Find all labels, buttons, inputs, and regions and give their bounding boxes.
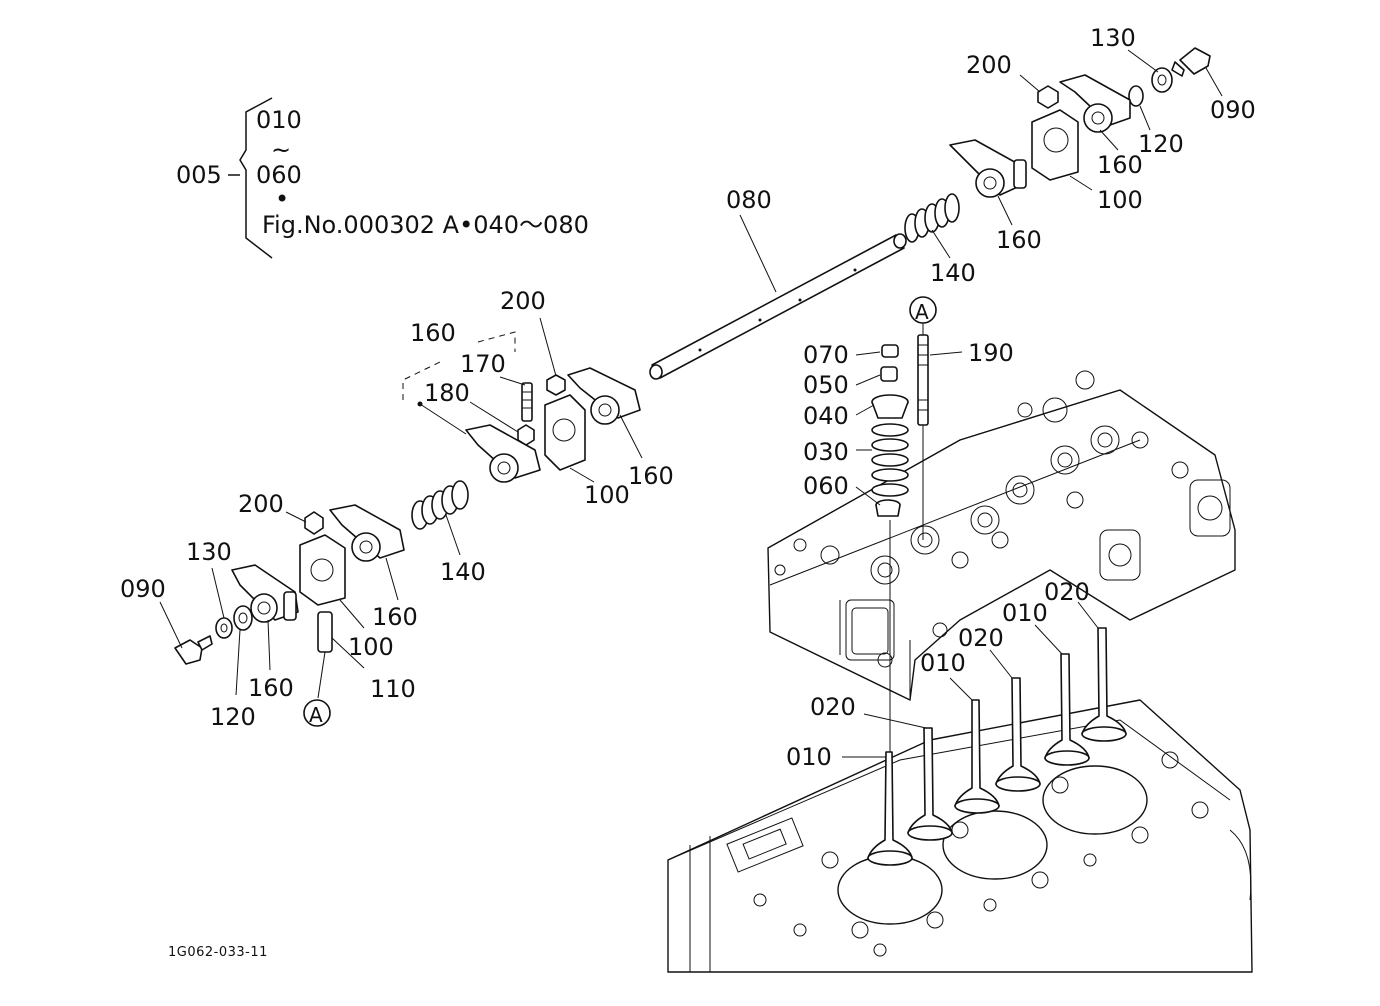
callout-110: 110 (370, 675, 416, 703)
group-range-tilde: ~ (271, 136, 291, 164)
rocker-assembly-middle (402, 331, 641, 530)
marker-a-top: A (909, 296, 937, 324)
drawing-code: 1G062-033-11 (168, 945, 268, 960)
callout-020-a: 020 (810, 693, 856, 721)
group-range-end: 060 (256, 161, 302, 189)
marker-a-bottom: A (303, 699, 331, 727)
callout-100-mid: 100 (584, 481, 630, 509)
callout-080: 080 (726, 186, 772, 214)
callout-labels: 090 130 200 120 160 100 160 080 140 160 … (120, 24, 1256, 771)
callout-010-c: 010 (1002, 599, 1048, 627)
callout-140-right: 140 (930, 259, 976, 287)
valve-spring-stack (871, 344, 909, 752)
callout-010-b: 010 (920, 649, 966, 677)
callout-160-left-a: 160 (372, 603, 418, 631)
callout-170: 170 (460, 350, 506, 378)
callout-190: 190 (968, 339, 1014, 367)
callout-020-c: 020 (1044, 578, 1090, 606)
callout-090-right: 090 (1210, 96, 1256, 124)
callout-130-right: 130 (1090, 24, 1136, 52)
group-parent-number: 005 (176, 161, 222, 189)
callout-100-right: 100 (1097, 186, 1143, 214)
callout-010-a: 010 (786, 743, 832, 771)
callout-160-right-a: 160 (1097, 151, 1143, 179)
callout-120-right: 120 (1138, 130, 1184, 158)
marker-a-top-label: A (915, 300, 929, 324)
marker-a-bottom-label: A (309, 703, 323, 727)
callout-160-right-b: 160 (996, 226, 1042, 254)
leader-lines (159, 49, 1223, 758)
group-dot: • (275, 185, 289, 213)
rocker-shaft (649, 233, 907, 380)
cylinder-head (767, 370, 1236, 701)
callout-120-left: 120 (210, 703, 256, 731)
callout-200-right: 200 (966, 51, 1012, 79)
callout-040: 040 (803, 402, 849, 430)
group-range-start: 010 (256, 106, 302, 134)
group-reference: Fig.No.000302 A•040～080 (262, 211, 589, 239)
callout-020-b: 020 (958, 624, 1004, 652)
callout-160-mid: 160 (628, 462, 674, 490)
callout-200-left: 200 (238, 490, 284, 518)
valves (867, 627, 1127, 866)
callout-160-left-b: 160 (248, 674, 294, 702)
callout-030: 030 (803, 438, 849, 466)
callout-140-left: 140 (440, 558, 486, 586)
callout-070: 070 (803, 341, 849, 369)
rocker-assembly-right (904, 47, 1211, 243)
callout-200-mid: 200 (500, 287, 546, 315)
callout-090-left: 090 (120, 575, 166, 603)
callout-060: 060 (803, 472, 849, 500)
group-note: 005 010 ~ 060 • Fig.No.000302 A•040～080 (176, 97, 589, 259)
rocker-assembly-left (174, 504, 405, 665)
cylinder-block (667, 699, 1253, 973)
stud-bolt (917, 334, 929, 540)
callout-160-mid-bracket: 160 (410, 319, 456, 347)
callout-100-left: 100 (348, 633, 394, 661)
callout-050: 050 (803, 371, 849, 399)
callout-180: 180 (424, 379, 470, 407)
callout-130-left: 130 (186, 538, 232, 566)
